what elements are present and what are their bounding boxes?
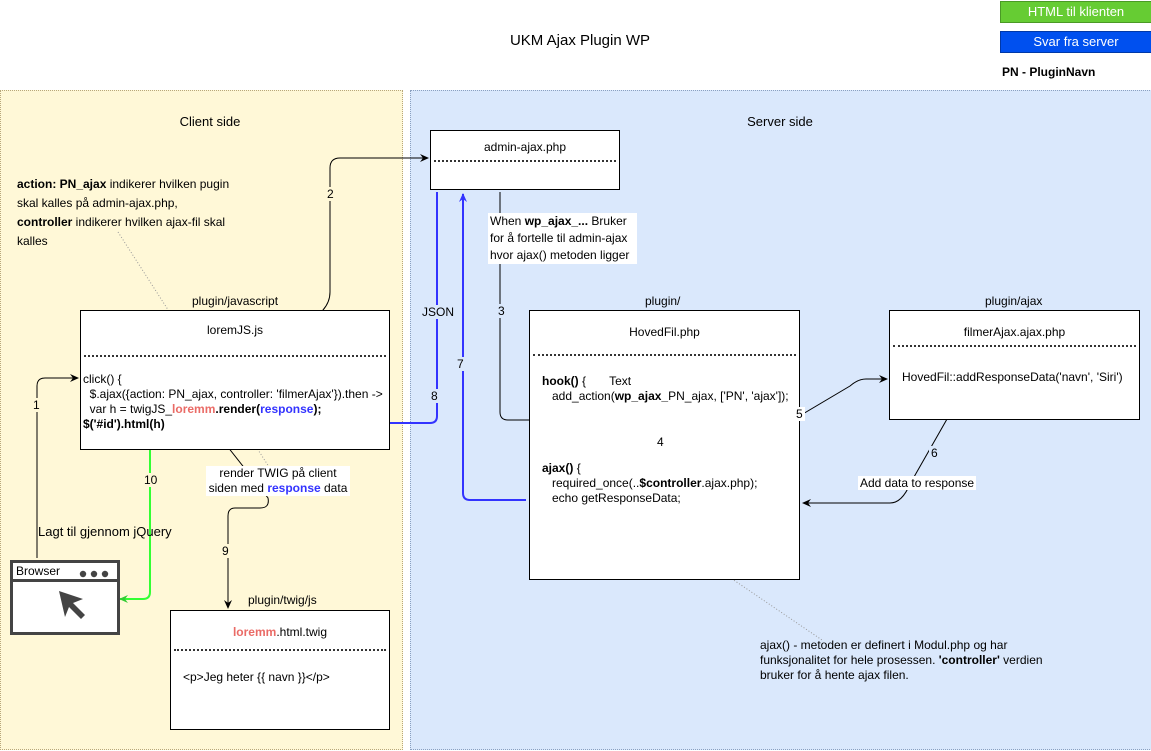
group-plugin-twig: plugin/twig/js [248, 593, 317, 607]
diagram-title: UKM Ajax Plugin WP [509, 32, 651, 49]
group-plugin-ajax: plugin/ajax [985, 294, 1043, 308]
hovedfil-box: HovedFil.php hook() { Text add_action(wp… [529, 310, 800, 580]
hovedfil-hook: hook() { Text add_action(wp_ajax_PN_ajax… [542, 374, 789, 403]
group-plugin-javascript: plugin/javascript [192, 294, 279, 308]
jquery-note: Lagt til gjennom jQuery [38, 524, 172, 539]
action-controller-note: action: PN_ajax indikerer hvilken pugin … [17, 177, 230, 248]
legend-server-response: Svar fra server [1000, 31, 1151, 53]
step-10-label: 10 [142, 473, 160, 487]
step-9-label: 9 [220, 544, 231, 558]
client-side-label: Client side [179, 114, 241, 129]
group-plugin: plugin/ [645, 294, 681, 308]
loremjs-title: loremJS.js [206, 323, 263, 337]
step-4-label: 4 [655, 435, 666, 449]
legend-html-to-client: HTML til klienten [1000, 1, 1151, 23]
loremjs-box: loremJS.js click() { $.ajax({action: PN_… [80, 310, 390, 450]
hovedfil-ajax: ajax() { required_once(..$controller.aja… [542, 461, 758, 505]
cursor-icon [59, 591, 85, 619]
render-twig-note: render TWIG på client siden med response… [206, 466, 350, 496]
server-side-label: Server side [747, 114, 813, 129]
step-5-label: 5 [794, 407, 805, 421]
step-8-label: 8 [429, 389, 440, 403]
filmer-ajax-line: HovedFil::addResponseData('navn', 'Siri'… [902, 370, 1123, 384]
hovedfil-title: HovedFil.php [629, 325, 700, 339]
browser-dots-icon [79, 567, 111, 578]
arrow-9 [204, 417, 269, 609]
json-label: JSON [420, 305, 457, 319]
browser-label: Browser [16, 564, 61, 578]
admin-ajax-title: admin-ajax.php [483, 140, 567, 154]
step-1-label: 1 [33, 398, 40, 412]
step-3-label: 3 [496, 304, 507, 318]
add-data-label: Add data to response [858, 476, 977, 490]
arrow-7 [459, 193, 526, 501]
step-6-label: 6 [929, 446, 940, 460]
arrow-2 [279, 154, 429, 357]
arrow-10 [119, 422, 151, 603]
step-2-label: 2 [325, 187, 336, 201]
browser-icon: Browser [10, 560, 120, 635]
legend-pn-key: PN - PluginNavn [1002, 65, 1096, 79]
filmer-ajax-box: filmerAjax.ajax.php HovedFil::addRespons… [889, 310, 1140, 420]
wp-ajax-note: When wp_ajax_... Bruker for å fortelle t… [488, 213, 637, 264]
filmer-ajax-title: filmerAjax.ajax.php [963, 325, 1066, 339]
step-7-label: 7 [455, 357, 466, 371]
admin-ajax-box: admin-ajax.php [430, 130, 620, 190]
loremjs-code: click() { $.ajax({action: PN_ajax, contr… [83, 372, 383, 431]
ajax-method-note: ajax() - metoden er definert i Modul.php… [760, 638, 1043, 682]
arrow-1 [36, 374, 79, 558]
arrow-5 [704, 375, 888, 473]
twig-line: <p>Jeg heter {{ navn }}</p> [183, 670, 330, 684]
twig-box: loremm.html.twig <p>Jeg heter {{ navn }}… [170, 610, 390, 730]
twig-title: loremm.html.twig [232, 625, 328, 639]
